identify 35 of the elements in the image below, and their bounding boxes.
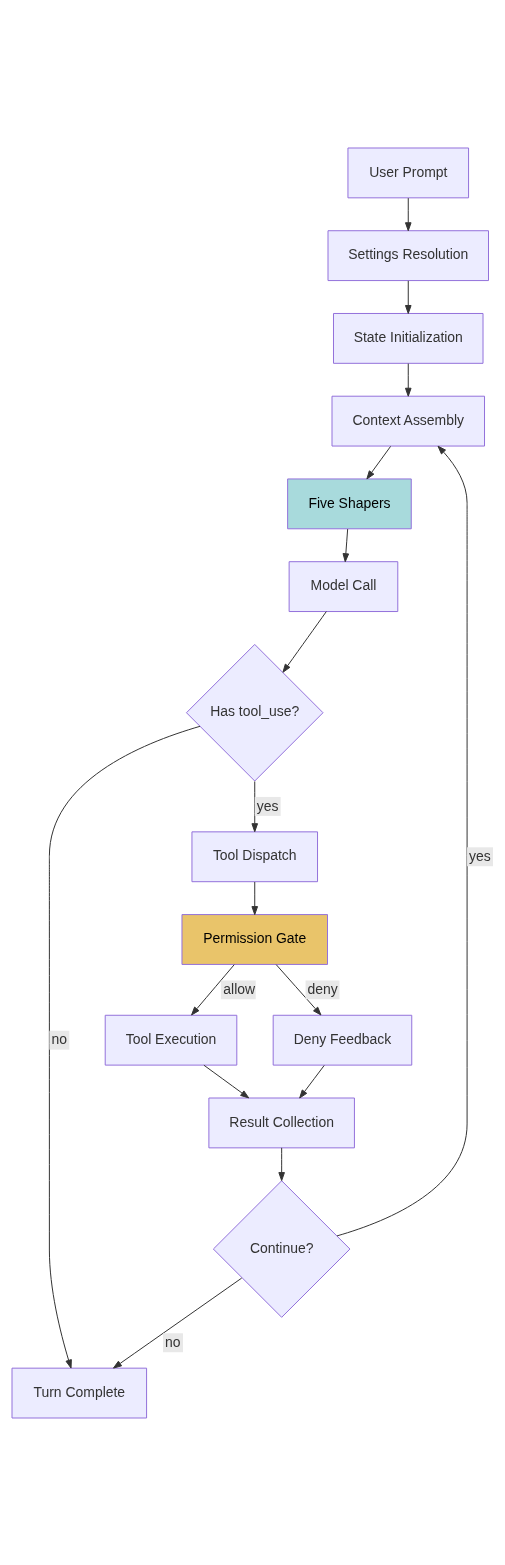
node-box: Permission Gate <box>181 913 328 965</box>
edge-label: yes <box>469 847 491 864</box>
arrow <box>404 197 412 231</box>
node-diamond: Has tool_use? <box>185 643 324 781</box>
arrow <box>251 780 259 832</box>
arrow <box>336 445 468 1236</box>
arrow <box>191 963 235 1015</box>
arrow <box>282 610 327 673</box>
arrow <box>299 1064 325 1098</box>
node-box: User Prompt <box>347 147 470 198</box>
arrow <box>251 881 259 915</box>
node-box: State Initialization <box>333 312 484 364</box>
edge-label: allow <box>223 980 256 997</box>
arrow <box>342 528 350 562</box>
node-box: Turn Complete <box>11 1367 148 1418</box>
node-box: Tool Execution <box>104 1014 238 1066</box>
arrow <box>275 963 322 1015</box>
node-box: Result Collection <box>208 1097 355 1148</box>
edge-label: yes <box>256 797 279 814</box>
arrow <box>404 362 412 397</box>
edge-label: no <box>51 1030 67 1047</box>
node-box: Model Call <box>288 560 399 612</box>
node-box: Tool Dispatch <box>191 830 319 882</box>
node-box: Settings Resolution <box>327 229 489 281</box>
arrow <box>366 445 392 479</box>
arrow <box>203 1064 250 1098</box>
edge-label: deny <box>307 980 338 997</box>
node-box: Five Shapers <box>287 477 412 529</box>
node-box: Deny Feedback <box>272 1014 413 1066</box>
node-box: Context Assembly <box>331 395 485 447</box>
arrow <box>278 1146 285 1181</box>
edge-label: no <box>165 1333 181 1350</box>
node-diamond: Continue? <box>212 1179 351 1318</box>
arrow <box>113 1277 243 1369</box>
arrow <box>404 279 412 314</box>
